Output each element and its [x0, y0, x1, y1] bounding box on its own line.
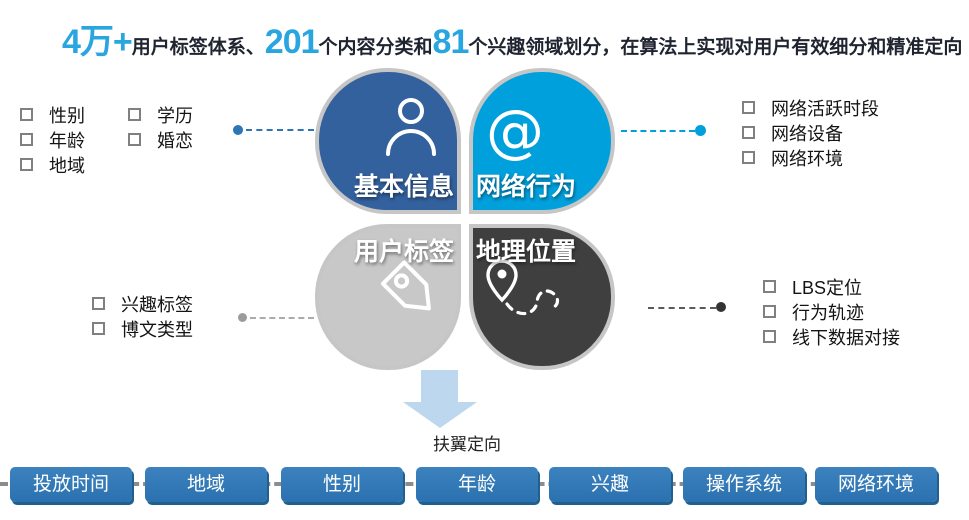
connector-dot: [233, 125, 243, 135]
down-arrow: [421, 370, 458, 402]
square-bullet-icon: [763, 280, 776, 293]
square-bullet-icon: [92, 297, 105, 310]
title-text-1: 用户标签体系、: [131, 37, 265, 58]
list-item: 网络环境: [742, 145, 879, 170]
chip-delivery-time[interactable]: 投放时间: [10, 467, 132, 502]
list-item: 婚恋: [128, 127, 193, 152]
connector-dashed-line: [250, 317, 314, 319]
square-bullet-icon: [20, 158, 33, 171]
list-item-label: 兴趣标签: [121, 294, 193, 315]
list-item-label: 网络设备: [771, 123, 843, 144]
petal-label-network-behavior: 网络行为: [476, 173, 577, 201]
square-bullet-icon: [128, 108, 141, 121]
geo-location-list: LBS定位 行为轨迹 线下数据对接: [763, 274, 900, 349]
title-text-2: 个内容分类和: [318, 37, 433, 58]
list-item-label: 婚恋: [157, 130, 193, 151]
list-item: 兴趣标签: [92, 291, 193, 316]
list-item-label: LBS定位: [792, 277, 863, 298]
list-item: 网络活跃时段: [742, 95, 879, 120]
chip-interest[interactable]: 兴趣: [549, 467, 671, 502]
connector-dashed-line: [648, 307, 716, 309]
square-bullet-icon: [20, 108, 33, 121]
square-bullet-icon: [742, 151, 755, 164]
list-item-label: 网络环境: [771, 148, 843, 169]
network-behavior-list: 网络活跃时段 网络设备 网络环境: [742, 95, 879, 170]
connector-dot: [238, 313, 247, 322]
list-item: 网络设备: [742, 120, 879, 145]
chip-age[interactable]: 年龄: [416, 467, 538, 502]
list-item: 性别: [20, 102, 85, 127]
page-title: 4万+用户标签体系、201个内容分类和81个兴趣领域划分，在算法上实现对用户有效…: [62, 14, 962, 63]
down-arrow-head: [403, 402, 477, 428]
basic-info-list-col2: 学历 婚恋: [128, 102, 193, 152]
connector-dashed-line: [621, 130, 695, 132]
connector-dot: [695, 125, 706, 136]
location-route-icon: [485, 258, 571, 329]
arrow-label: 扶翼定向: [433, 435, 501, 454]
list-item-label: 学历: [157, 105, 193, 126]
square-bullet-icon: [20, 133, 33, 146]
list-item-label: 性别: [49, 105, 85, 126]
petal-label-basic-info: 基本信息: [353, 173, 454, 201]
petal-label-user-tags: 用户标签: [353, 238, 454, 266]
title-stat-interests: 81: [432, 23, 470, 61]
chip-gender[interactable]: 性别: [281, 467, 403, 502]
title-stat-tags: 4万+: [62, 23, 133, 61]
basic-info-list-col1: 性别 年龄 地域: [20, 102, 85, 177]
chip-region[interactable]: 地域: [145, 467, 267, 502]
list-item-label: 网络活跃时段: [771, 98, 879, 119]
square-bullet-icon: [763, 305, 776, 318]
targeting-dimension-bar: 投放时间 地域 性别 年龄 兴趣 操作系统 网络环境: [0, 467, 969, 509]
chip-network-env[interactable]: 网络环境: [815, 467, 937, 502]
petal-basic-info[interactable]: 基本信息: [315, 68, 461, 214]
list-item: 学历: [128, 102, 193, 127]
petal-geo-location[interactable]: 地理位置: [469, 224, 615, 370]
list-item: 线下数据对接: [763, 324, 900, 349]
list-item: LBS定位: [763, 274, 900, 299]
petal-user-tags[interactable]: 用户标签: [315, 224, 461, 370]
square-bullet-icon: [742, 126, 755, 139]
list-item-label: 行为轨迹: [792, 302, 864, 323]
list-item-label: 年龄: [49, 130, 85, 151]
list-item: 年龄: [20, 127, 85, 152]
list-item: 博文类型: [92, 316, 193, 341]
petal-label-geo-location: 地理位置: [476, 238, 577, 266]
petal-network-behavior[interactable]: @ 网络行为: [469, 68, 615, 214]
list-item-label: 线下数据对接: [792, 327, 900, 348]
chip-os[interactable]: 操作系统: [683, 467, 805, 502]
title-text-3: 个兴趣领域划分，在算法上实现对用户有效细分和精准定向: [468, 37, 963, 58]
list-item-label: 博文类型: [121, 319, 193, 340]
at-icon: @: [486, 97, 544, 165]
connector-dashed-line: [246, 129, 314, 131]
square-bullet-icon: [763, 330, 776, 343]
title-stat-categories: 201: [264, 23, 320, 61]
list-item-label: 地域: [49, 155, 85, 176]
tag-icon: [369, 248, 457, 336]
list-item: 行为轨迹: [763, 299, 900, 324]
person-icon: [379, 94, 443, 167]
connector-dot: [716, 302, 726, 312]
square-bullet-icon: [92, 322, 105, 335]
square-bullet-icon: [742, 101, 755, 114]
user-tags-list: 兴趣标签 博文类型: [92, 291, 193, 341]
square-bullet-icon: [128, 133, 141, 146]
list-item: 地域: [20, 152, 85, 177]
